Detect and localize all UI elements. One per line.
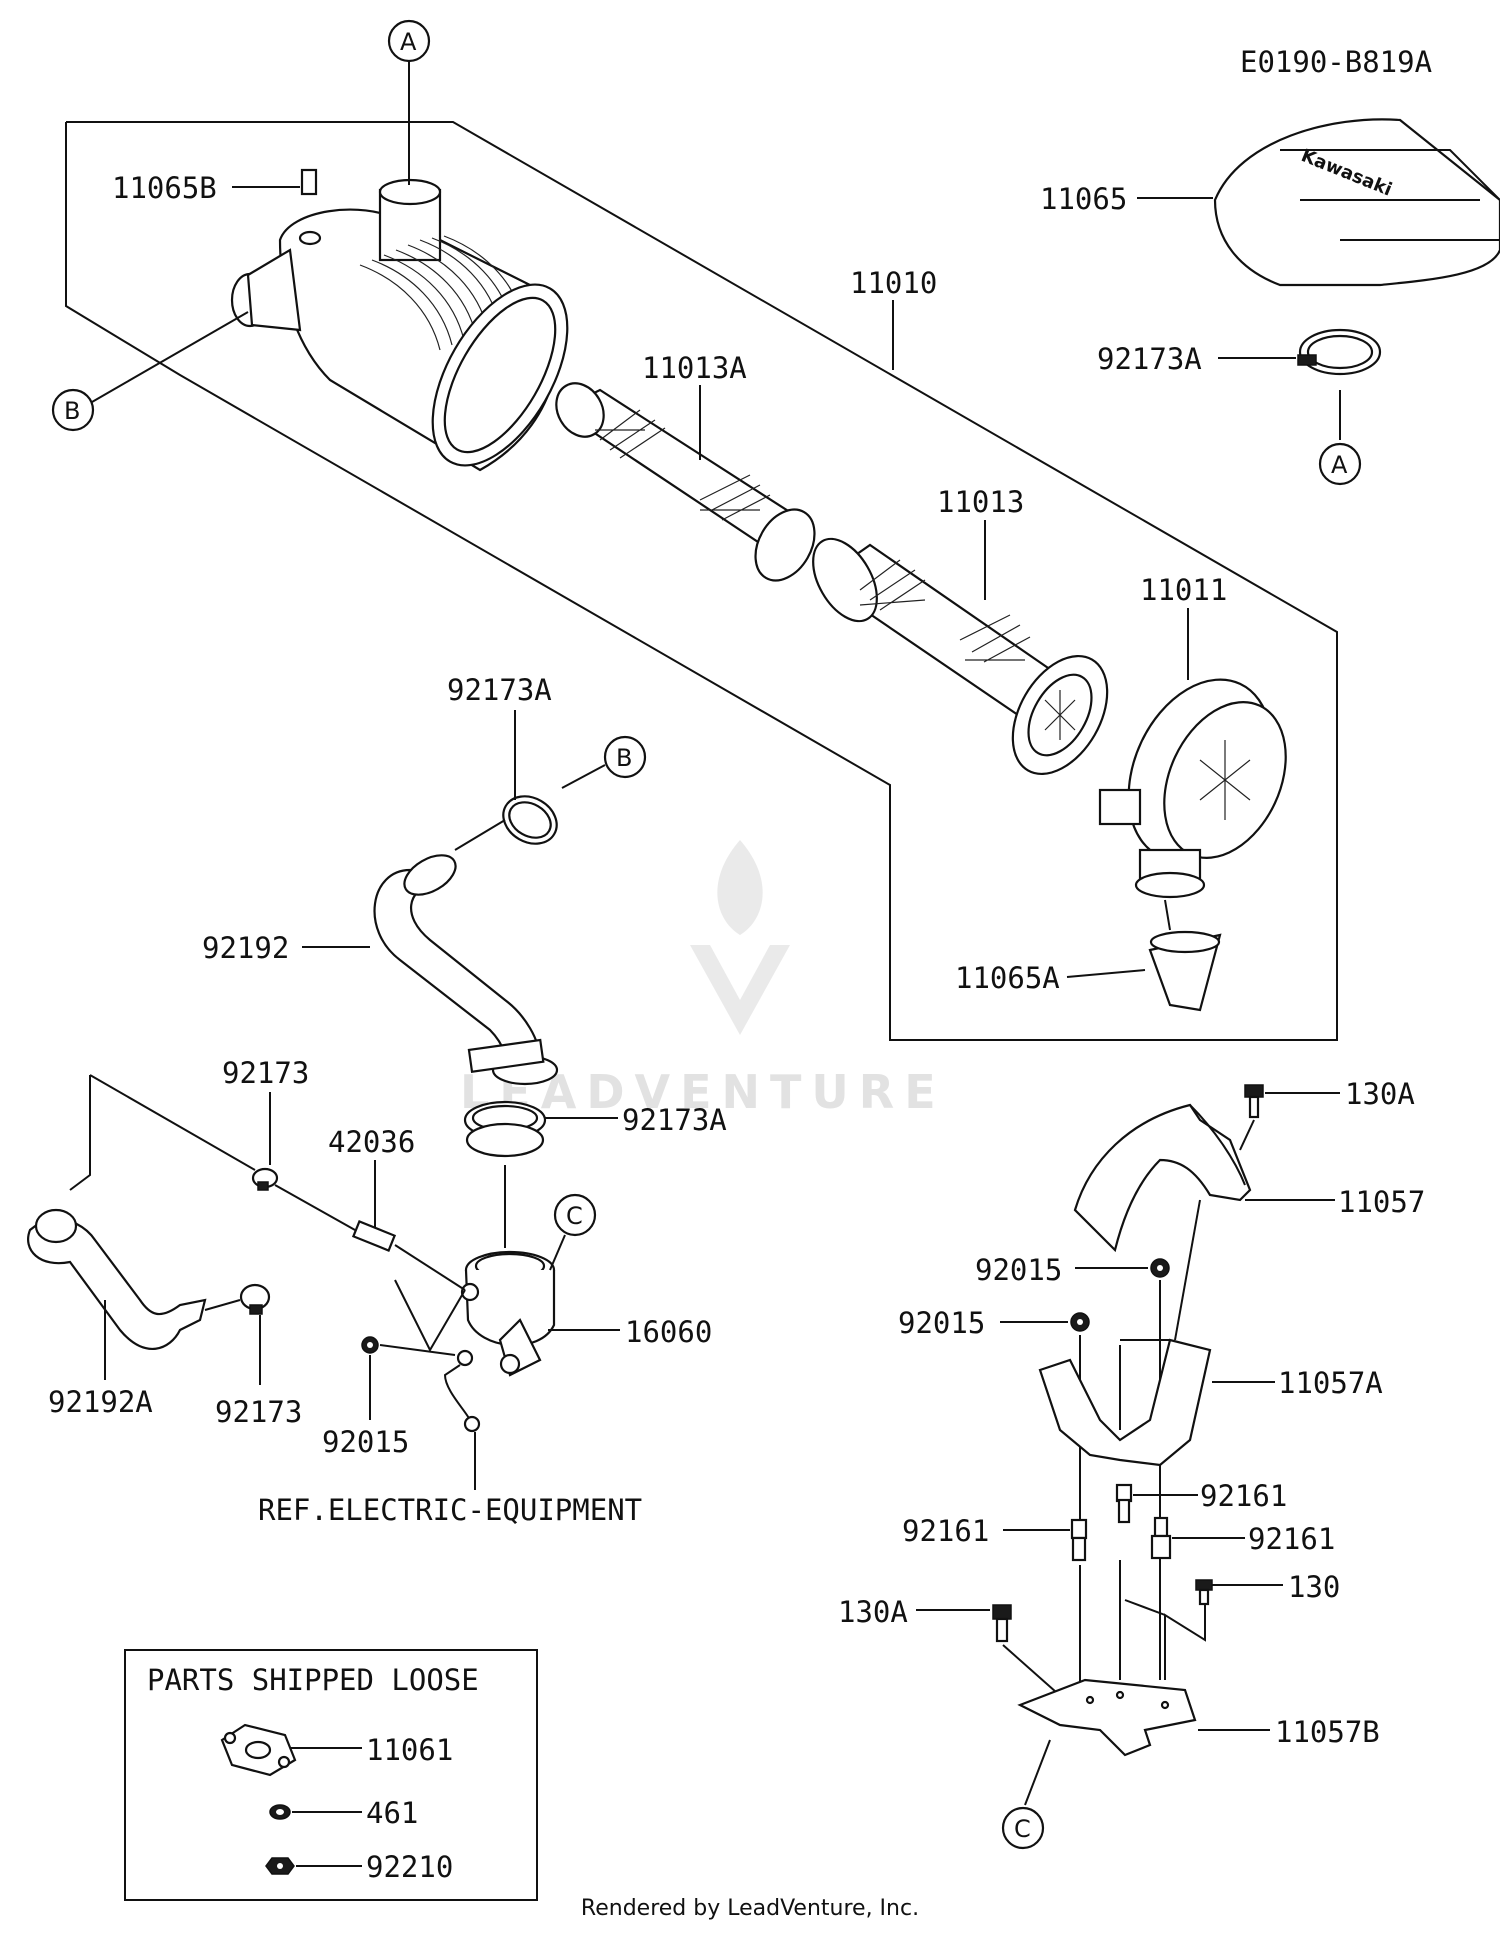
label-130A-low: 130A xyxy=(838,1595,908,1629)
bolt-130A-top xyxy=(1244,1084,1264,1119)
label-11065B: 11065B xyxy=(112,171,217,205)
callout-a-right xyxy=(1318,442,1362,486)
footer-credit: Rendered by LeadVenture, Inc. xyxy=(580,1896,920,1921)
air-cleaner-body xyxy=(230,178,569,472)
label-11013: 11013 xyxy=(937,485,1024,519)
label-16060: 16060 xyxy=(625,1315,712,1349)
outer-filter-11013 xyxy=(812,537,1109,776)
nut-92210 xyxy=(265,1857,295,1875)
label-11065: 11065 xyxy=(1040,182,1127,216)
label-92192A: 92192A xyxy=(48,1385,153,1419)
label-11013A: 11013A xyxy=(642,351,747,385)
tube-42036 xyxy=(351,1220,397,1252)
label-92015-lower: 92015 xyxy=(898,1306,985,1340)
loose-parts-title: PARTS SHIPPED LOOSE xyxy=(147,1663,479,1697)
label-92173A-mid: 92173A xyxy=(447,673,552,707)
label-11011: 11011 xyxy=(1140,573,1227,607)
label-92161-right: 92161 xyxy=(1248,1522,1335,1556)
callout-c-left xyxy=(553,1193,597,1237)
hose-92192A-leader xyxy=(69,1075,91,1191)
standoff-92161-left xyxy=(1070,1518,1088,1562)
bolt-130A-low xyxy=(992,1604,1012,1643)
standoff-92161-mid xyxy=(1115,1483,1133,1524)
label-92015-left: 92015 xyxy=(322,1425,409,1459)
label-42036: 42036 xyxy=(328,1125,415,1159)
callout-c-right-text: C xyxy=(1014,1815,1031,1843)
callout-a-right-text: A xyxy=(1331,451,1348,479)
bracket-11057A xyxy=(1038,1338,1212,1467)
label-92173A-top: 92173A xyxy=(1097,342,1202,376)
nut-92015-upper xyxy=(1150,1258,1170,1278)
ground-wire xyxy=(443,1349,481,1433)
label-92015-upper: 92015 xyxy=(975,1253,1062,1287)
plate-11057B xyxy=(1017,1678,1197,1757)
shield-11057 xyxy=(1073,1103,1252,1253)
hose-92192 xyxy=(373,854,559,1086)
washer-461 xyxy=(269,1804,291,1820)
callout-b-mid-text: B xyxy=(616,744,632,772)
valve-11065A xyxy=(1148,930,1222,1012)
callout-b-mid xyxy=(603,735,647,779)
inner-filter-11013A xyxy=(555,382,816,582)
label-11010: 11010 xyxy=(850,266,937,300)
nut-92015-left xyxy=(361,1336,379,1354)
label-92192: 92192 xyxy=(202,931,289,965)
ref-electric-note: REF.ELECTRIC-EQUIPMENT xyxy=(258,1493,642,1527)
clamp-92173A-top xyxy=(1297,328,1382,376)
callout-c-left-text: C xyxy=(566,1202,583,1230)
label-11061: 11061 xyxy=(366,1733,453,1767)
label-92173-lower: 92173 xyxy=(215,1395,302,1429)
clamp-92173-lower xyxy=(239,1283,271,1315)
cover-11065: Kawasaki xyxy=(1213,118,1500,287)
callout-b-left xyxy=(51,388,95,432)
callout-c-right xyxy=(1001,1806,1045,1850)
hose-92192A xyxy=(27,1208,207,1350)
label-130: 130 xyxy=(1288,1570,1340,1604)
clamp-92173A-mid xyxy=(502,795,558,845)
label-11065A: 11065A xyxy=(955,961,1060,995)
label-92161-mid: 92161 xyxy=(1200,1479,1287,1513)
label-92210: 92210 xyxy=(366,1850,453,1884)
label-461: 461 xyxy=(366,1796,418,1830)
bolt-130 xyxy=(1195,1579,1213,1606)
callout-b-left-text: B xyxy=(64,397,80,425)
nut-92015-lower xyxy=(1070,1312,1090,1332)
label-11057A: 11057A xyxy=(1278,1366,1383,1400)
end-cap-11011 xyxy=(1098,678,1287,899)
label-92173-upper: 92173 xyxy=(222,1056,309,1090)
callout-a-top-text: A xyxy=(400,28,417,56)
assembly-11010-outline xyxy=(65,121,1338,1041)
diagram-id: E0190-B819A xyxy=(1240,45,1432,79)
clamp-92173A-low xyxy=(463,1100,547,1158)
label-130A-top: 130A xyxy=(1345,1077,1415,1111)
standoff-92161-right xyxy=(1150,1516,1172,1560)
label-11057B: 11057B xyxy=(1275,1715,1380,1749)
loose-parts-box xyxy=(124,1649,538,1901)
watermark-logo xyxy=(690,840,790,1035)
adapter-16060 xyxy=(460,1250,556,1377)
label-11057: 11057 xyxy=(1338,1185,1425,1219)
label-92173A-low: 92173A xyxy=(622,1103,727,1137)
label-92161-left: 92161 xyxy=(902,1514,989,1548)
gasket-11061 xyxy=(220,1723,297,1777)
bolt-11065B xyxy=(298,168,322,246)
clamp-92173-upper xyxy=(251,1167,279,1191)
